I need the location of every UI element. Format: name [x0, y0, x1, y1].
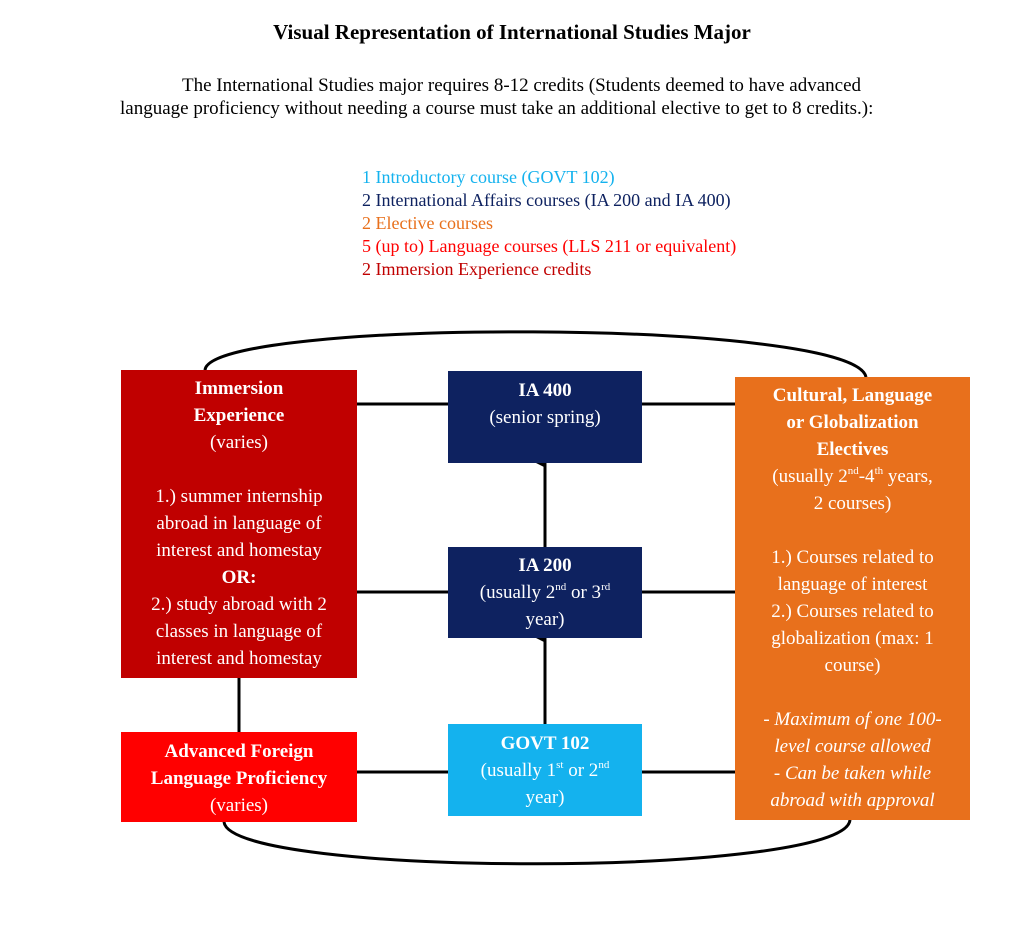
requirement-immersion: 2 Immersion Experience credits — [362, 259, 592, 279]
page-title: Visual Representation of International S… — [273, 20, 751, 44]
immersion-experience-box: Immersion Experience (varies) 1.) summer… — [121, 370, 357, 678]
intro-paragraph: The International Studies major requires… — [120, 75, 874, 119]
ia400-box: IA 400 (senior spring) — [448, 371, 642, 463]
electives-box: Cultural, Language or Globalization Elec… — [735, 377, 970, 820]
requirements-list: 1 Introductory course (GOVT 102) 2 Inter… — [362, 166, 736, 281]
ia200-box: IA 200 (usually 2nd or 3rd year) — [448, 547, 642, 638]
govt102-box: GOVT 102 (usually 1st or 2nd year) — [448, 724, 642, 816]
requirement-electives: 2 Elective courses — [362, 213, 493, 233]
requirement-language: 5 (up to) Language courses (LLS 211 or e… — [362, 236, 737, 256]
bottom-loop-connector — [222, 819, 852, 866]
requirement-intro-course: 1 Introductory course (GOVT 102) — [362, 167, 615, 187]
advanced-language-proficiency-box: Advanced Foreign Language Proficiency (v… — [121, 732, 357, 822]
top-loop-connector — [203, 330, 868, 378]
requirement-ia-courses: 2 International Affairs courses (IA 200 … — [362, 190, 731, 210]
